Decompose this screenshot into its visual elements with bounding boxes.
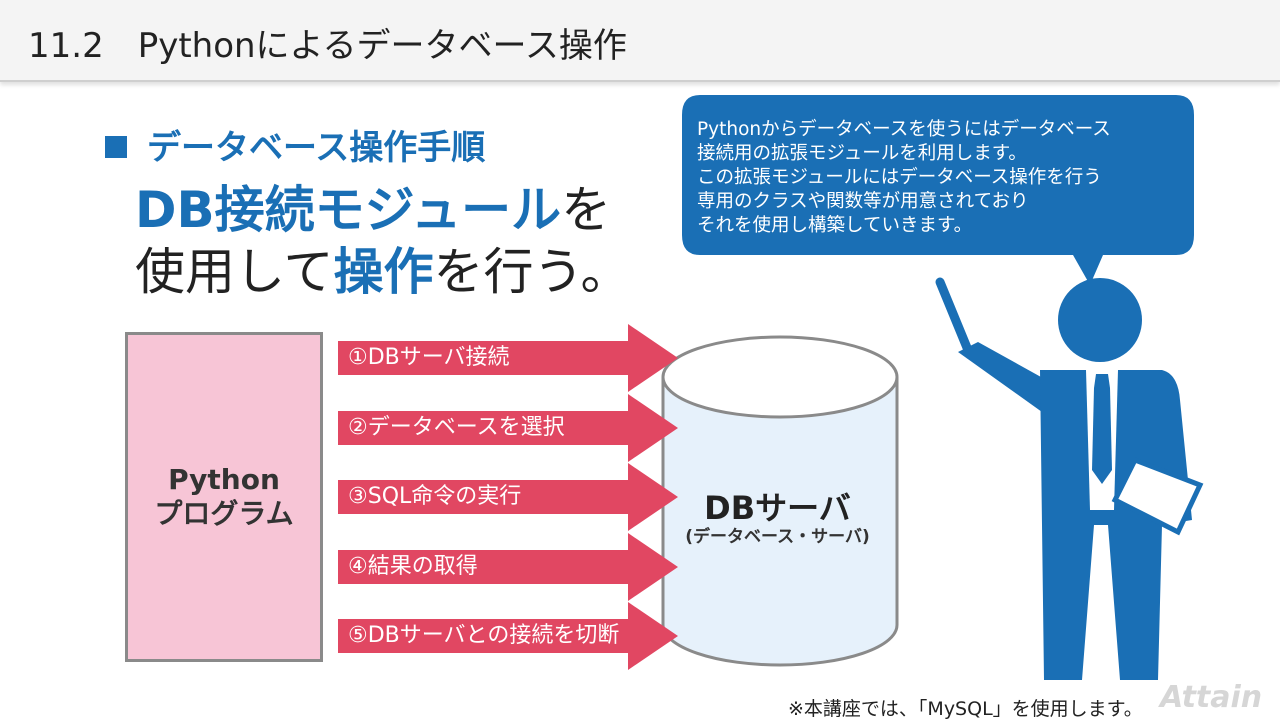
bubble-line: 接続用の拡張モジュールを利用します。 [697,143,1027,164]
bubble-line: それを使用し構築していきます。 [697,215,973,236]
step-label-1: ①DBサーバ接続 [348,345,510,370]
brand-logo: Attain [1160,680,1263,715]
section-heading-text: データベース操作手順 [147,128,486,168]
presenter-with-pointer-icon [935,277,1204,680]
section-heading: データベース操作手順 [105,120,485,169]
db-server-cylinder [660,335,900,674]
headline-line-2-rest: を行う。 [433,243,631,301]
bubble-line: 専用のクラスや関数等が用意されており [697,191,1029,212]
headline-line-2: 使用して操作を行う。 [135,232,631,304]
database-cylinder-icon [661,335,899,667]
step-label-5: ⑤DBサーバとの接続を切断 [348,623,620,648]
step-label-4: ④結果の取得 [348,554,478,579]
python-label-line-2: プログラム [154,497,294,530]
square-bullet-icon [105,135,127,158]
db-server-title: DBサーバ [704,489,851,527]
headline-line-1-rest: を [561,181,612,239]
step-arrow-fetch-result: ④結果の取得 [338,533,678,601]
step-arrow-disconnect: ⑤DBサーバとの接続を切断 [338,602,678,670]
footnote: ※本講座では、「MySQL」を使用します。 [788,698,1143,720]
speech-bubble-icon [682,95,1194,285]
slide-header: 11.2 Pythonによるデータベース操作 [0,0,1280,82]
python-program-label: Python プログラム [128,463,320,531]
python-program-box: Python プログラム [125,332,323,662]
headline-emphasis-operation: 操作 [333,243,434,301]
headline-line-1: DB接続モジュールを [135,170,611,242]
step-label-2: ②データベースを選択 [348,415,565,440]
headline-emphasis-module: DB接続モジュール [135,181,562,239]
speech-bubble [678,95,1198,294]
presenter-figure [930,270,1220,694]
step-arrow-connect: ①DBサーバ接続 [338,324,678,392]
bubble-line: この拡張モジュールにはデータベース操作を行う [697,167,1102,188]
step-arrow-select-db: ②データベースを選択 [338,394,678,462]
python-label-line-1: Python [168,463,280,496]
bubble-line: Pythonからデータベースを使うにはデータベース [697,119,1111,140]
speech-bubble-text: Pythonからデータベースを使うにはデータベース 接続用の拡張モジュールを利用… [697,118,1187,238]
slide-title: 11.2 Pythonによるデータベース操作 [28,26,627,66]
headline-line-2-start: 使用して [135,243,334,301]
step-label-3: ③SQL命令の実行 [348,484,522,509]
step-arrow-execute-sql: ③SQL命令の実行 [338,463,678,531]
db-server-subtitle: (データベース・サーバ) [685,527,870,547]
